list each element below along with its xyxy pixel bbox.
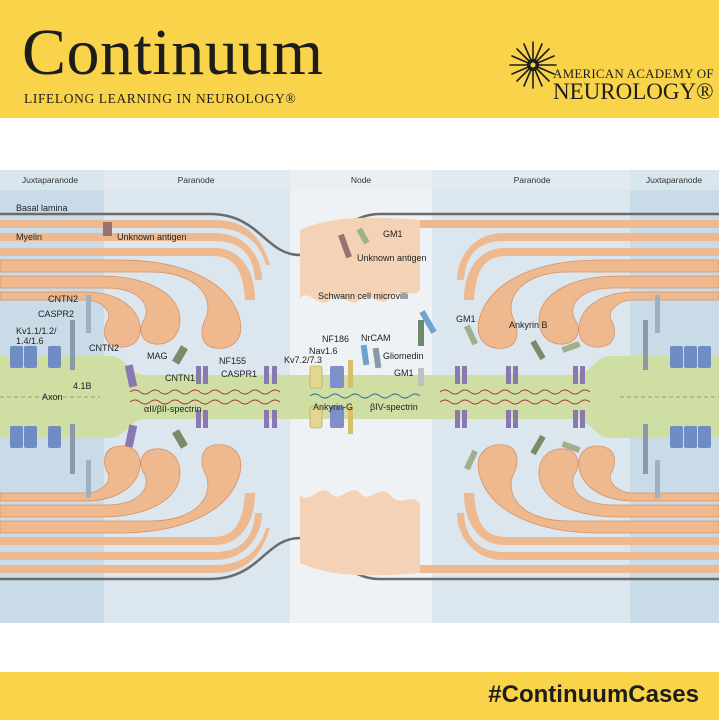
zone-paranode-right: Paranode — [514, 175, 551, 185]
label-spectrin-paranode: αII/βII-spectrin — [144, 404, 201, 414]
caspr2-cntn2-right — [643, 295, 660, 498]
myelin-layers-bottom-right — [369, 444, 719, 573]
caspr2-cntn2-left — [70, 295, 91, 498]
spectrin-node — [309, 393, 421, 399]
label-gm1-top: GM1 — [383, 229, 403, 239]
zone-juxtaparanode-right: Juxtaparanode — [646, 175, 703, 185]
label-unknown-antigen-top: Unknown antigen — [117, 232, 187, 242]
paranodal-proteins-right — [455, 324, 585, 471]
spectrin-right-top — [439, 389, 591, 395]
hashtag-text: #ContinuumCases — [488, 681, 699, 708]
label-schwann-microvilli: Schwann cell microvilli — [318, 291, 408, 301]
paranodal-proteins-left — [124, 345, 277, 449]
spectrin-left-top — [129, 389, 281, 395]
zone-paranode-left: Paranode — [178, 175, 215, 185]
label-kv-channels: Kv1.1/1.2/ — [16, 326, 57, 336]
label-cntn2-top: CNTN2 — [48, 294, 78, 304]
label-ankyrin-b: Ankyrin B — [509, 320, 548, 330]
label-gm1-node: GM1 — [394, 368, 414, 378]
campaign-footer: #ContinuumCases — [0, 672, 719, 720]
unknown-antigen-marker-node — [338, 233, 352, 259]
spectrin-right-bottom — [439, 399, 591, 405]
spectrin-left-bottom — [129, 399, 281, 405]
label-kv-channels-2: 1.4/1.6 — [16, 336, 44, 346]
label-nf155: NF155 — [219, 356, 246, 366]
label-unknown-antigen-node: Unknown antigen — [357, 253, 427, 263]
diagram-canvas: Juxtaparanode Paranode Node Paranode Jux… — [0, 170, 719, 623]
label-caspr2: CASPR2 — [38, 309, 74, 319]
journal-header: Continuum LIFELONG LEARNING IN NEUROLOGY… — [0, 0, 719, 118]
label-kv72: Kv7.2/7.3 — [284, 355, 322, 365]
gm1-marker-top — [356, 227, 370, 245]
publisher-name-bottom: NEUROLOGY® — [553, 79, 714, 104]
label-caspr1: CASPR1 — [221, 369, 257, 379]
unknown-antigen-marker-top — [103, 222, 112, 236]
journal-tagline: LIFELONG LEARNING IN NEUROLOGY® — [24, 91, 297, 106]
label-nrcam: NrCAM — [361, 333, 391, 343]
potassium-channels-left — [10, 346, 61, 448]
label-nf186: NF186 — [322, 334, 349, 344]
myelin-layers-bottom-left — [0, 444, 270, 573]
starburst-icon — [509, 41, 557, 89]
label-cntn2-right: CNTN2 — [89, 343, 119, 353]
journal-title: Continuum — [22, 16, 324, 89]
node-of-ranvier-diagram: Juxtaparanode Paranode Node Paranode Jux… — [0, 170, 719, 623]
axon-body — [0, 356, 719, 438]
label-basal-lamina: Basal lamina — [16, 203, 68, 213]
label-gm1-right: GM1 — [456, 314, 476, 324]
potassium-channels-right — [670, 346, 711, 448]
label-gliomedin: Gliomedin — [383, 351, 424, 361]
schwann-microvilli-top — [300, 217, 420, 303]
zone-juxtaparanode-left: Juxtaparanode — [22, 175, 79, 185]
node-channels — [309, 310, 437, 434]
label-cntn1: CNTN1 — [165, 373, 195, 383]
label-axon: Axon — [42, 392, 63, 402]
schwann-microvilli-bottom — [300, 490, 420, 576]
label-mag: MAG — [147, 351, 168, 361]
label-nav16: Nav1.6 — [309, 346, 338, 356]
publisher-name-top: AMERICAN ACADEMY OF — [553, 66, 714, 81]
label-spectrin-node: βIV-spectrin — [370, 402, 418, 412]
label-myelin: Myelin — [16, 232, 42, 242]
label-4-1b: 4.1B — [73, 381, 92, 391]
myelin-layers-top-right — [369, 220, 719, 349]
zone-node: Node — [351, 175, 372, 185]
zone-header-strip — [0, 170, 719, 190]
myelin-layers-top-left — [0, 220, 270, 349]
label-ankyrin-g: Ankyrin-G — [313, 402, 353, 412]
